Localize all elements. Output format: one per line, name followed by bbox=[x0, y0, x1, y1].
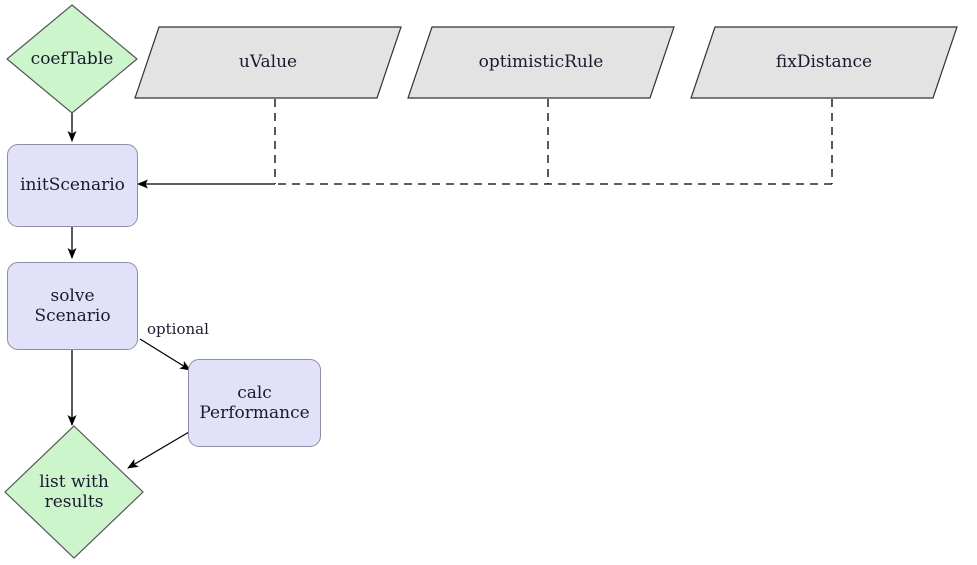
node-label-line-1: solve bbox=[50, 285, 95, 306]
node-label: initScenario bbox=[20, 175, 125, 196]
parallelogram-shape bbox=[134, 26, 402, 99]
edge-label-optional: optional bbox=[147, 320, 209, 338]
node-solve-scenario[interactable]: solve Scenario bbox=[7, 262, 138, 350]
node-label-line-1: calc bbox=[237, 382, 272, 403]
node-calc-performance[interactable]: calc Performance bbox=[188, 359, 321, 447]
diamond-shape bbox=[4, 425, 144, 559]
node-label-line-2: results bbox=[44, 492, 104, 512]
node-fix-distance[interactable]: fixDistance bbox=[690, 26, 958, 99]
node-list-results[interactable]: list with results bbox=[4, 425, 144, 559]
node-coef-table[interactable]: coefTable bbox=[6, 4, 138, 114]
node-label: optimisticRule bbox=[478, 52, 604, 73]
node-label: coefTable bbox=[30, 48, 114, 69]
parallelogram-shape bbox=[690, 26, 958, 99]
node-label: uValue bbox=[238, 52, 298, 73]
edge-solvescenario-to-calcperformance bbox=[139, 338, 191, 371]
node-label-line-1: list with bbox=[39, 471, 109, 492]
parallelogram-shape bbox=[407, 26, 675, 99]
node-optimistic-rule[interactable]: optimisticRule bbox=[407, 26, 675, 99]
node-label: list with results bbox=[33, 472, 115, 512]
node-init-scenario[interactable]: initScenario bbox=[7, 144, 138, 227]
node-label-line-2: Performance bbox=[199, 403, 310, 423]
node-u-value[interactable]: uValue bbox=[134, 26, 402, 99]
diamond-shape bbox=[6, 4, 138, 114]
node-label: fixDistance bbox=[775, 52, 873, 73]
node-label-line-2: Scenario bbox=[34, 306, 111, 326]
